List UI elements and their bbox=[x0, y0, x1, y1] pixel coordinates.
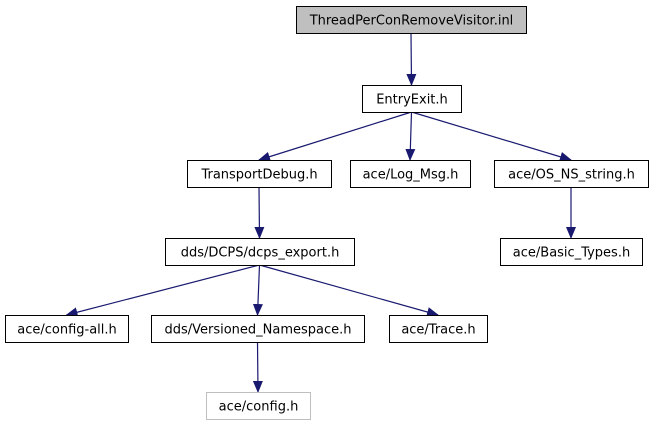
edge-entryexit-to-transportdebug bbox=[258, 111, 412, 162]
node-label: ace/Log_Msg.h bbox=[363, 168, 459, 183]
node-configall[interactable]: ace/config-all.h bbox=[5, 315, 129, 343]
edge-dcpsexport-to-trace bbox=[259, 264, 439, 317]
edge-dcpsexport-to-configall bbox=[65, 264, 260, 318]
node-label: ace/OS_NS_string.h bbox=[508, 168, 635, 183]
node-label: dds/DCPS/dcps_export.h bbox=[181, 246, 340, 261]
node-label: ace/config-all.h bbox=[17, 323, 117, 338]
edge-transportdebug-to-dcpsexport bbox=[254, 186, 265, 239]
node-label: EntryExit.h bbox=[376, 93, 448, 108]
edge-versioned-to-config bbox=[252, 341, 263, 393]
node-box bbox=[362, 85, 462, 113]
node-basictypes[interactable]: ace/Basic_Types.h bbox=[500, 238, 643, 266]
node-box bbox=[500, 238, 643, 266]
node-box bbox=[151, 315, 365, 343]
node-box bbox=[187, 160, 332, 188]
node-trace[interactable]: ace/Trace.h bbox=[389, 315, 488, 343]
node-box bbox=[206, 392, 311, 420]
node-label: ace/Trace.h bbox=[401, 323, 475, 338]
node-label: ace/config.h bbox=[219, 400, 299, 415]
node-label: dds/Versioned_Namespace.h bbox=[164, 323, 351, 338]
node-config[interactable]: ace/config.h bbox=[206, 392, 311, 420]
nodes-layer: ThreadPerConRemoveVisitor.inlEntryExit.h… bbox=[5, 6, 649, 420]
edge-entryexit-to-osns bbox=[411, 111, 572, 162]
node-dcpsexport[interactable]: dds/DCPS/dcps_export.h bbox=[165, 238, 355, 266]
node-box bbox=[350, 160, 471, 188]
node-box bbox=[494, 160, 649, 188]
node-transportdebug[interactable]: TransportDebug.h bbox=[187, 160, 332, 188]
edges-layer bbox=[65, 32, 576, 393]
node-box bbox=[296, 6, 527, 34]
node-osns[interactable]: ace/OS_NS_string.h bbox=[494, 160, 649, 188]
edge-entryexit-to-logmsg bbox=[405, 111, 416, 161]
node-label: ace/Basic_Types.h bbox=[513, 246, 630, 261]
edge-dcpsexport-to-versioned bbox=[252, 264, 263, 316]
node-versioned[interactable]: dds/Versioned_Namespace.h bbox=[151, 315, 365, 343]
node-label: TransportDebug.h bbox=[200, 168, 317, 183]
node-root: ThreadPerConRemoveVisitor.inl bbox=[296, 6, 527, 34]
edge-root-to-entryexit bbox=[406, 32, 417, 86]
node-box bbox=[389, 315, 488, 343]
node-logmsg[interactable]: ace/Log_Msg.h bbox=[350, 160, 471, 188]
node-box bbox=[5, 315, 129, 343]
node-entryexit[interactable]: EntryExit.h bbox=[362, 85, 462, 113]
node-box bbox=[165, 238, 355, 266]
node-label: ThreadPerConRemoveVisitor.inl bbox=[309, 14, 514, 29]
